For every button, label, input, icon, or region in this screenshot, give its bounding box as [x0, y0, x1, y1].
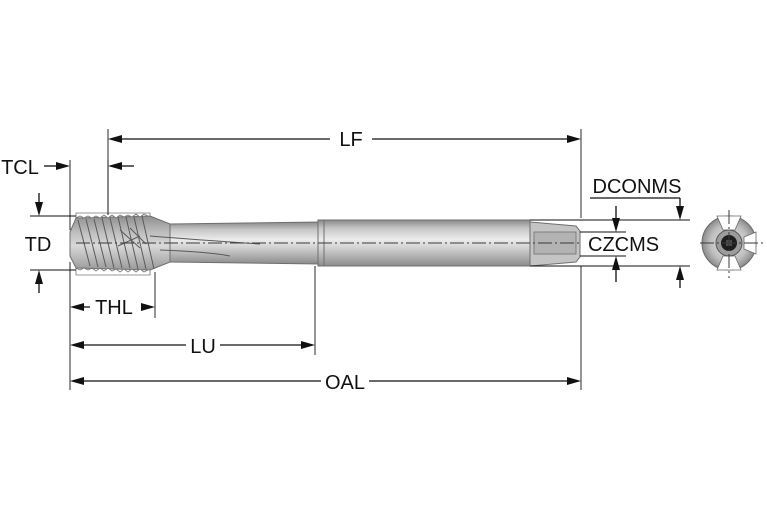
td-dimension: TD — [25, 193, 76, 293]
tcl-dimension: TCL — [1, 157, 134, 230]
thread-profile-bottom — [75, 267, 151, 276]
dconms-label: DCONMS — [593, 176, 682, 198]
lf-dimension: LF — [107, 129, 582, 218]
thl-label: THL — [95, 297, 133, 319]
oal-dimension: OAL — [70, 266, 582, 394]
lf-label: LF — [339, 129, 362, 151]
tap-tool-body — [69, 212, 582, 276]
thread-profile-top — [75, 212, 151, 219]
lu-label: LU — [190, 336, 216, 358]
dconms-dimension: DCONMS — [530, 176, 690, 288]
tap-end-view-icon — [700, 210, 764, 278]
thl-dimension: THL — [69, 262, 156, 319]
tcl-label: TCL — [1, 157, 39, 179]
lu-dimension: LU — [69, 266, 316, 390]
oal-label: OAL — [325, 372, 365, 394]
td-label: TD — [25, 234, 52, 256]
czcms-dimension: CZCMS — [580, 206, 659, 282]
czcms-label: CZCMS — [588, 234, 659, 256]
